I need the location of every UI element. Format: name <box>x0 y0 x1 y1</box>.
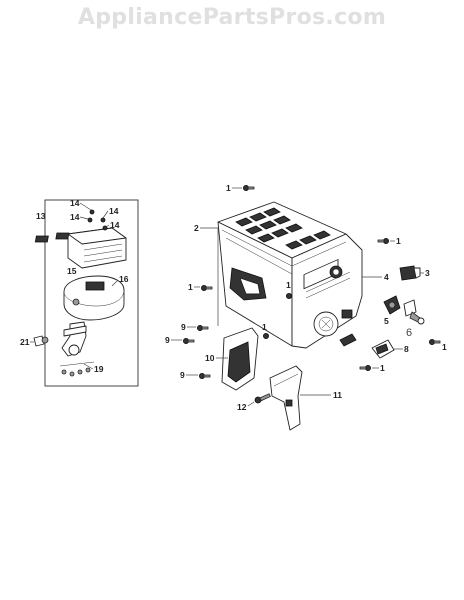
screw-1-lower[interactable] <box>359 364 371 371</box>
exhaust-elbow[interactable] <box>61 321 87 357</box>
callout-19: 19 <box>94 364 104 374</box>
callout-6: 6 <box>406 327 412 339</box>
screws-14[interactable] <box>87 209 108 231</box>
screw-1-top[interactable] <box>242 184 255 191</box>
callout-16: 16 <box>119 274 129 284</box>
part-11-plate[interactable] <box>269 365 303 431</box>
callout-10: 10 <box>205 353 215 363</box>
callout-1-mid2: 1 <box>262 322 267 332</box>
part-5-switch[interactable] <box>383 295 401 315</box>
muffler-inset <box>34 199 139 387</box>
callout-14b: 14 <box>70 212 80 222</box>
callout-11: 11 <box>333 390 342 400</box>
callout-4: 4 <box>384 272 389 282</box>
callout-1-top: 1 <box>226 183 231 193</box>
top-vent-grid <box>235 207 331 250</box>
muffler-body[interactable] <box>63 275 125 321</box>
callout-2: 2 <box>194 223 199 233</box>
screw-1-right-top[interactable] <box>377 237 389 244</box>
screw-9-c[interactable] <box>198 372 211 379</box>
part-6-connector[interactable] <box>403 299 425 325</box>
callout-14a: 14 <box>70 198 80 208</box>
callout-12: 12 <box>237 402 247 412</box>
callout-1-right-top: 1 <box>396 236 401 246</box>
inset-frame <box>44 199 139 387</box>
part-10-bracket[interactable] <box>221 327 259 391</box>
callout-14c: 14 <box>109 206 119 216</box>
callout-1-mid: 1 <box>286 280 291 290</box>
callout-13: 13 <box>36 211 46 221</box>
callout-3: 3 <box>425 268 430 278</box>
screw-1-mid[interactable] <box>285 292 292 299</box>
mounting-hardware[interactable] <box>59 361 95 377</box>
callout-14d: 14 <box>110 220 120 230</box>
screw-1-left[interactable] <box>200 284 213 291</box>
callout-9-a: 9 <box>181 322 186 332</box>
screw-9-a[interactable] <box>196 324 209 331</box>
part-3-knob[interactable] <box>399 265 421 281</box>
callout-1-left: 1 <box>188 282 193 292</box>
callout-5: 5 <box>384 316 389 326</box>
engine-housing[interactable] <box>217 201 363 349</box>
muffler-cover[interactable] <box>34 227 127 269</box>
callout-9-b: 9 <box>165 335 170 345</box>
bolt-12[interactable] <box>254 393 271 404</box>
callout-8: 8 <box>404 344 409 354</box>
part-8-cover[interactable] <box>371 339 395 359</box>
callout-1-far-right: 1 <box>442 342 447 352</box>
callout-21: 21 <box>20 337 30 347</box>
callout-9-c: 9 <box>180 370 185 380</box>
part-21-plug[interactable] <box>33 335 49 347</box>
callout-1-lower: 1 <box>380 363 385 373</box>
screw-9-b[interactable] <box>182 337 195 344</box>
screw-1-far-right[interactable] <box>428 338 441 345</box>
screw-1-mid2[interactable] <box>262 332 269 339</box>
watermark-logo: AppliancePartsPros.com <box>78 5 386 30</box>
callout-15: 15 <box>67 266 77 276</box>
